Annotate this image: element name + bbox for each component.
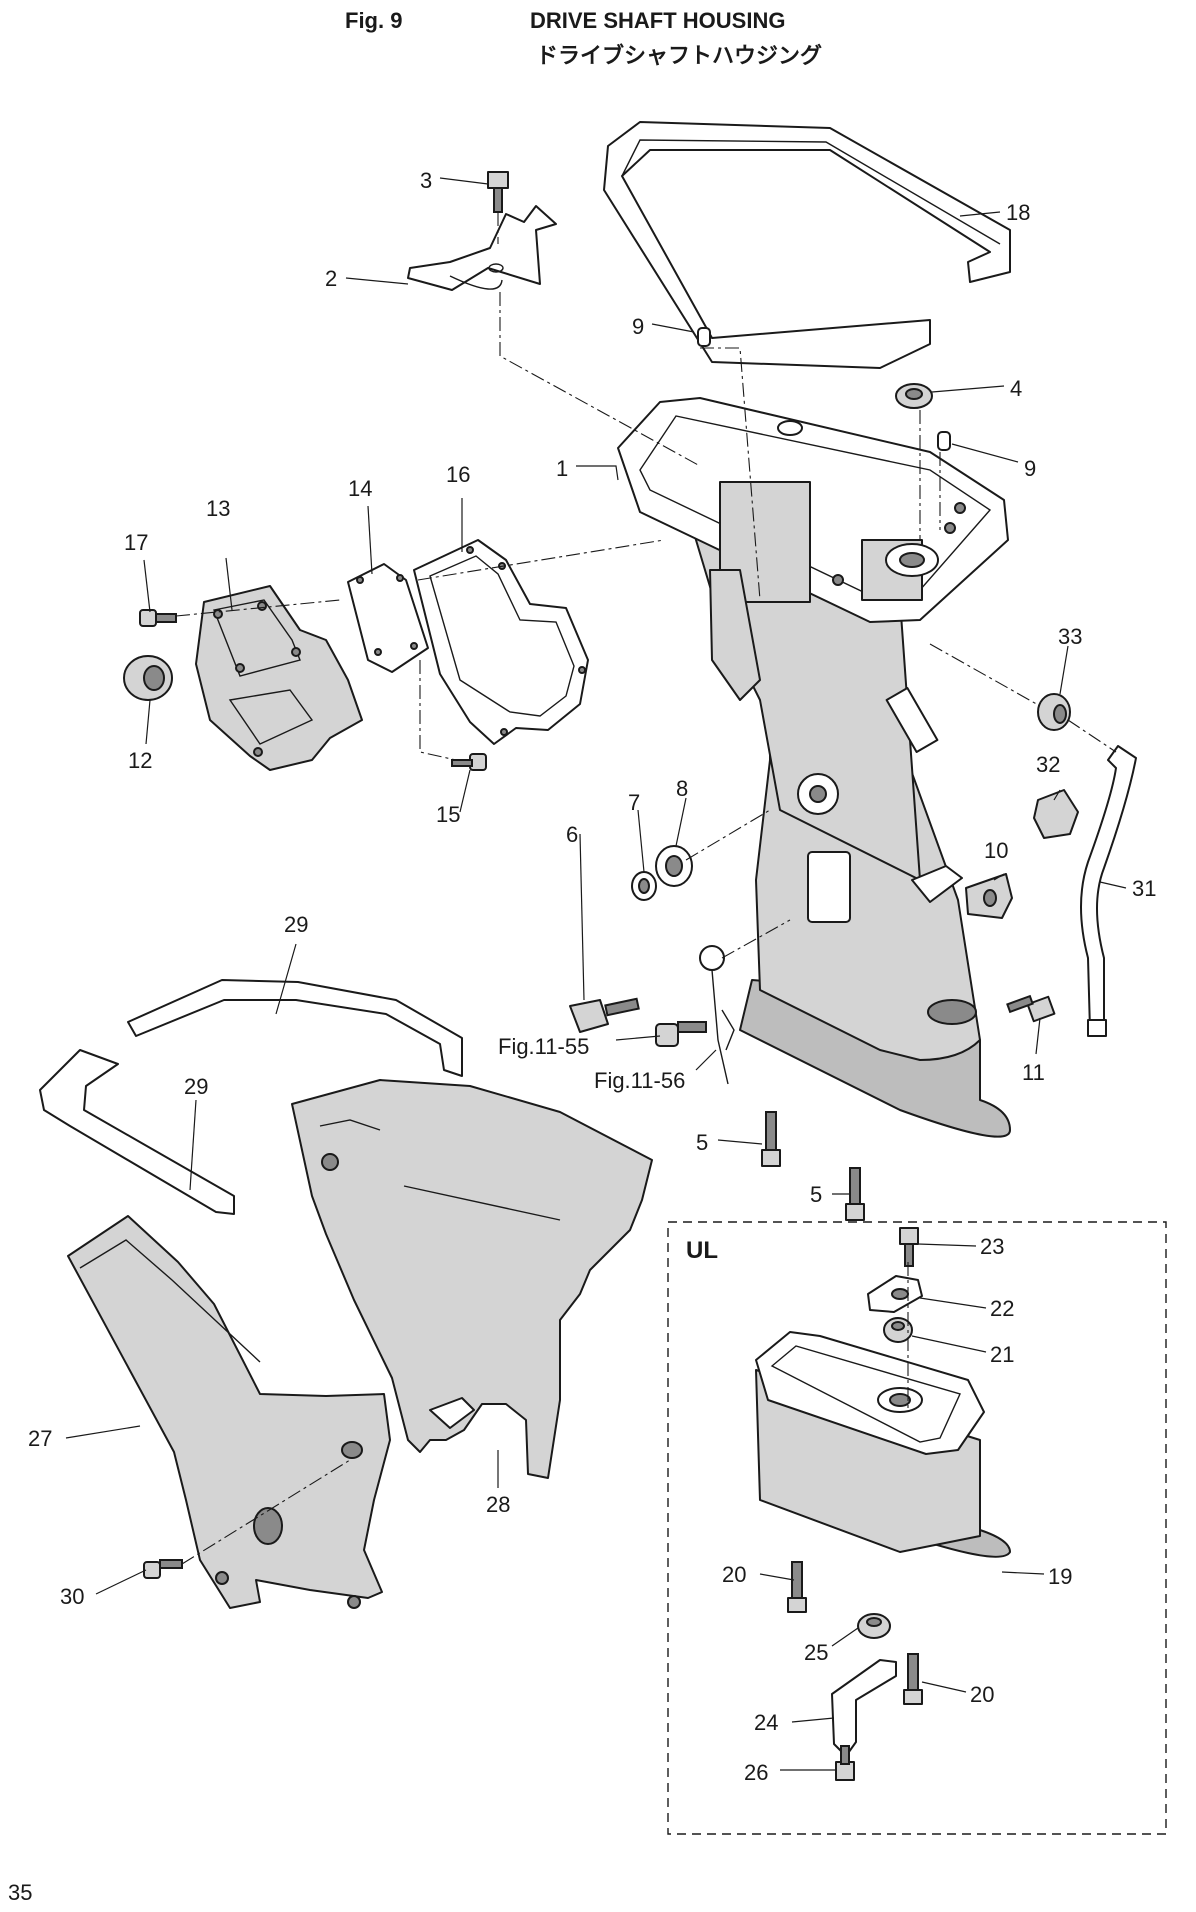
callout-4: 4 (1010, 376, 1022, 401)
part-27-left-lower-cover (67, 1215, 391, 1609)
part-10-clamp (965, 873, 1013, 919)
part-18-seal-ring (603, 121, 1011, 369)
part-29-seal-strip-upper (127, 979, 463, 1077)
part-4-grommet (895, 383, 933, 409)
part-33-grommet (1037, 693, 1071, 731)
part-23-bolt (899, 1227, 919, 1267)
ul-inset-frame (667, 1221, 1167, 1835)
callout-17: 17 (124, 530, 148, 555)
part-31-water-tube (1080, 745, 1137, 1037)
callout-12: 12 (128, 748, 152, 773)
figure-title: DRIVE SHAFT HOUSING (530, 8, 786, 33)
part-12-grommet (123, 655, 173, 701)
callout-23: 23 (980, 1234, 1004, 1259)
callout-25: 25 (804, 1640, 828, 1665)
part-26-bolt (835, 1745, 855, 1781)
assembly-lines (175, 212, 1117, 1565)
part-8-washer (655, 845, 693, 887)
part-30-screw (143, 1559, 183, 1579)
callout-28: 28 (486, 1492, 510, 1517)
part-17-bolt (139, 609, 177, 627)
callout-30: 30 (60, 1584, 84, 1609)
part-20-bolt-left (787, 1561, 807, 1613)
part-6-bolt (569, 997, 640, 1033)
callout-6: 6 (566, 822, 578, 847)
callout-22: 22 (990, 1296, 1014, 1321)
callout-7: 7 (628, 790, 640, 815)
part-29-seal-strip-lower (39, 1049, 235, 1215)
part-19-long-extension (755, 1331, 1011, 1558)
callout-5-lower: 5 (810, 1182, 822, 1207)
callout-2: 2 (325, 266, 337, 291)
callout-3: 3 (420, 168, 432, 193)
figure-title-japanese: ドライブシャフトハウジング (536, 44, 823, 69)
callout-14: 14 (348, 476, 372, 501)
part-7-washer (631, 871, 657, 901)
page-number: 35 (8, 1880, 33, 1905)
part-32-seal (1033, 789, 1079, 839)
callout-20-left: 20 (722, 1562, 746, 1587)
part-11-bolt (1006, 994, 1056, 1023)
part-3-bolt (487, 171, 509, 213)
callout-27: 27 (28, 1426, 52, 1451)
part-20-bolt-right (903, 1653, 923, 1705)
part-22-plate (867, 1275, 923, 1313)
callout-11: 11 (1022, 1060, 1045, 1085)
leader-lines (65, 177, 1127, 1771)
part-14-plate (347, 563, 429, 673)
callout-5-upper: 5 (696, 1130, 708, 1155)
callout-29-lower: 29 (184, 1074, 208, 1099)
part-9-dowel-pin-upper (697, 327, 711, 347)
callout-19: 19 (1048, 1564, 1072, 1589)
fig-11-56-wire-terminal (699, 945, 735, 1085)
part-28-right-lower-cover (291, 1079, 653, 1479)
callout-8: 8 (676, 776, 688, 801)
part-2-plate (407, 205, 557, 291)
callout-29-upper: 29 (284, 912, 308, 937)
part-25-grommet (857, 1613, 891, 1639)
callout-32: 32 (1036, 752, 1060, 777)
callout-21: 21 (990, 1342, 1014, 1367)
figure-number: Fig. 9 (345, 8, 403, 33)
callout-31: 31 (1132, 876, 1156, 901)
callout-18: 18 (1006, 200, 1030, 225)
callout-1: 1 (556, 456, 568, 481)
part-15-screw (451, 753, 487, 771)
callout-fig-11-56: Fig.11-56 (594, 1068, 685, 1093)
callout-20-right: 20 (970, 1682, 994, 1707)
callout-labels: 3 2 9 18 4 9 1 13 14 16 17 12 15 33 32 3… (28, 168, 1156, 1785)
part-1-drive-shaft-housing (617, 397, 1011, 1138)
callout-9-upper: 9 (632, 314, 644, 339)
callout-10: 10 (984, 838, 1008, 863)
callout-24: 24 (754, 1710, 778, 1735)
part-5-bolt-upper (761, 1111, 781, 1167)
fig-11-55-screw (655, 1021, 707, 1047)
part-16-gasket (413, 539, 589, 745)
part-21-seal (883, 1317, 913, 1343)
part-9-dowel-pin-right (937, 431, 951, 451)
callout-9-right: 9 (1024, 456, 1036, 481)
callout-13: 13 (206, 496, 230, 521)
part-13-exhaust-cover (195, 585, 363, 771)
part-5-bolt-lower (845, 1167, 865, 1221)
part-24-bracket (831, 1659, 897, 1757)
inset-label-ul: UL (686, 1237, 718, 1264)
callout-16: 16 (446, 462, 470, 487)
callout-15: 15 (436, 802, 460, 827)
callout-fig-11-55: Fig.11-55 (498, 1034, 589, 1059)
callout-33: 33 (1058, 624, 1082, 649)
callout-26: 26 (744, 1760, 768, 1785)
